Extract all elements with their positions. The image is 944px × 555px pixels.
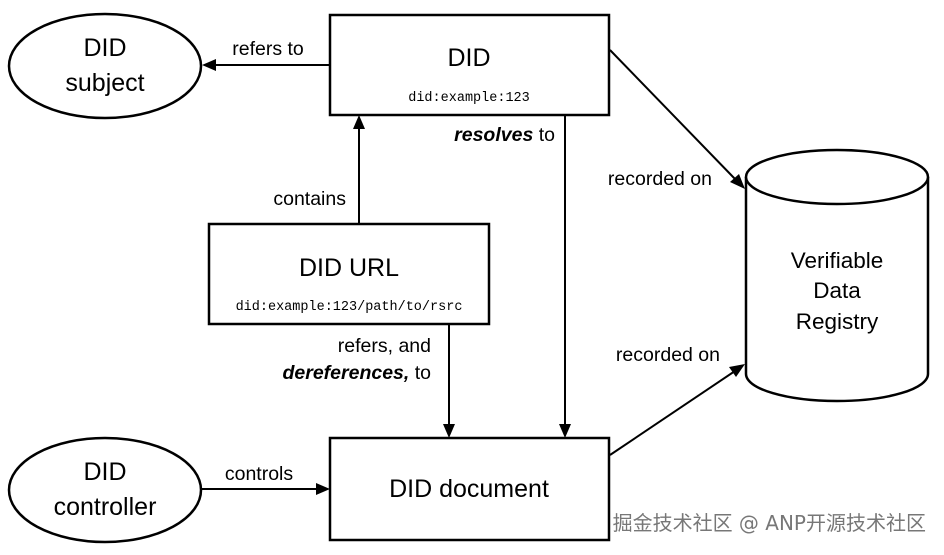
did-controller-label-line2: controller xyxy=(54,493,157,521)
edge-dereferences-label: dereferences, to xyxy=(282,362,431,384)
did-document-node: DID document xyxy=(328,436,611,542)
edge-controls-label: controls xyxy=(225,463,294,485)
edge-refers-to-label: refers to xyxy=(232,38,304,60)
did-subject-label-line1: DID xyxy=(83,34,126,62)
did-url-node: DID URL did:example:123/path/to/rsrc xyxy=(207,222,491,326)
did-controller-label-line1: DID xyxy=(83,458,126,486)
registry-label-line2: Data xyxy=(813,278,861,303)
edge-contains-label: contains xyxy=(273,188,346,210)
did-document-title: DID document xyxy=(389,475,549,503)
edge-resolves-to-label: resolves to xyxy=(454,124,555,146)
resolves-emphasis: resolves xyxy=(454,124,533,146)
registry-label-line1: Verifiable xyxy=(791,248,884,273)
watermark-text: 掘金技术社区 @ ANP开源技术社区 xyxy=(613,511,926,535)
edge-recorded-on-bottom: recorded on xyxy=(609,344,745,456)
dereferences-emphasis: dereferences, xyxy=(282,362,409,384)
did-url-example: did:example:123/path/to/rsrc xyxy=(236,300,463,315)
resolves-rest: to xyxy=(533,124,555,146)
registry-label-line3: Registry xyxy=(796,309,879,334)
verifiable-data-registry-node: Verifiable Data Registry xyxy=(744,148,930,403)
edge-recorded-on-top-label: recorded on xyxy=(608,168,712,190)
did-controller-node: DID controller xyxy=(7,436,203,544)
edge-resolves-to: resolves to xyxy=(454,115,571,438)
edge-contains: contains xyxy=(273,115,365,224)
did-subject-node: DID subject xyxy=(7,12,203,120)
edge-dereferences-to: refers, and dereferences, to xyxy=(282,324,455,438)
edge-controls: controls xyxy=(201,463,330,495)
edge-recorded-on-bottom-label: recorded on xyxy=(616,344,720,366)
edge-recorded-on-top: recorded on xyxy=(608,49,745,190)
did-subject-label-line2: subject xyxy=(65,69,144,97)
did-node: DID did:example:123 xyxy=(328,13,611,117)
edge-refers-and-label: refers, and xyxy=(338,335,431,357)
did-url-title: DID URL xyxy=(299,254,399,282)
did-title: DID xyxy=(447,44,490,72)
did-example: did:example:123 xyxy=(408,91,530,106)
dereferences-rest: to xyxy=(409,362,431,384)
edge-refers-to: refers to xyxy=(202,38,330,71)
